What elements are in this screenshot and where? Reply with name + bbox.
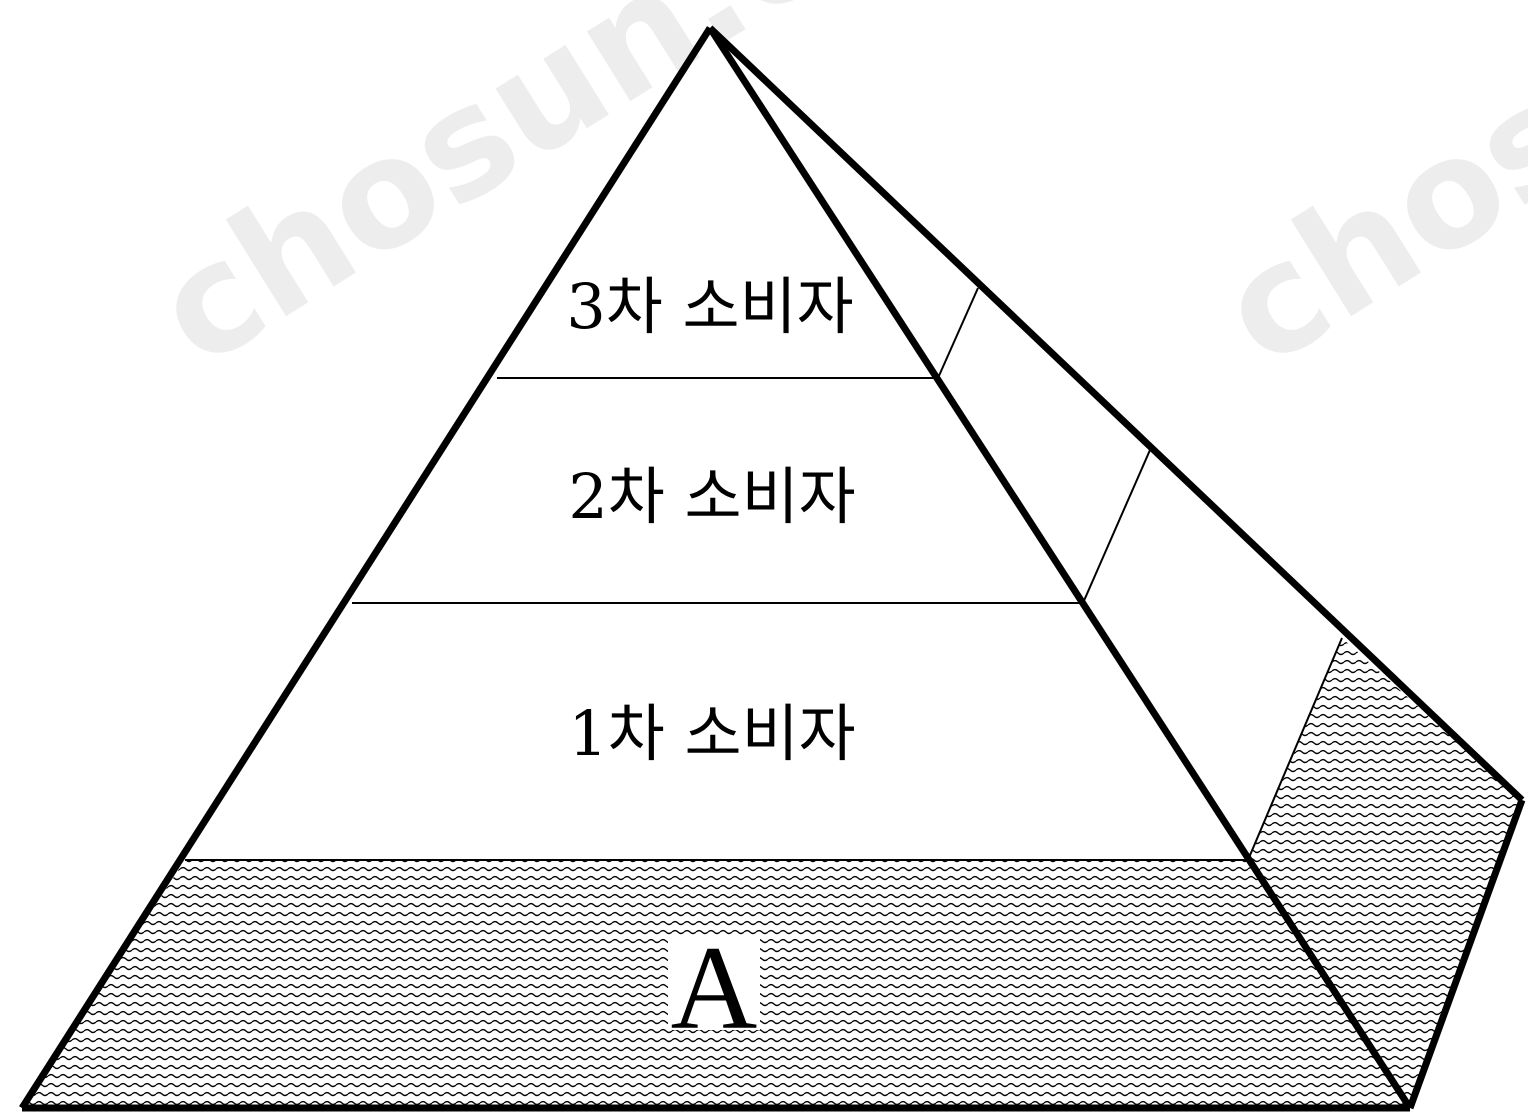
side-divider-level-3 — [937, 287, 979, 379]
pyramid-outline — [19, 25, 1526, 1112]
label-level-2: 2차 소비자 — [568, 460, 855, 533]
side-divider-level-2 — [1082, 449, 1151, 604]
side-divider-level-1 — [1247, 637, 1343, 861]
edge-back-right — [707, 25, 1525, 803]
label-level-3: 3차 소비자 — [566, 270, 853, 343]
edge-left — [19, 26, 713, 1110]
edge-front-right — [707, 26, 1413, 1110]
label-producer-a: A — [671, 921, 758, 1054]
edge-base-side — [1406, 798, 1526, 1110]
label-level-1: 1차 소비자 — [568, 697, 855, 770]
watermark-right: chosun.com — [1192, 0, 1528, 401]
base-label-backing — [668, 938, 760, 1030]
producer-band-side — [1248, 638, 1522, 1108]
